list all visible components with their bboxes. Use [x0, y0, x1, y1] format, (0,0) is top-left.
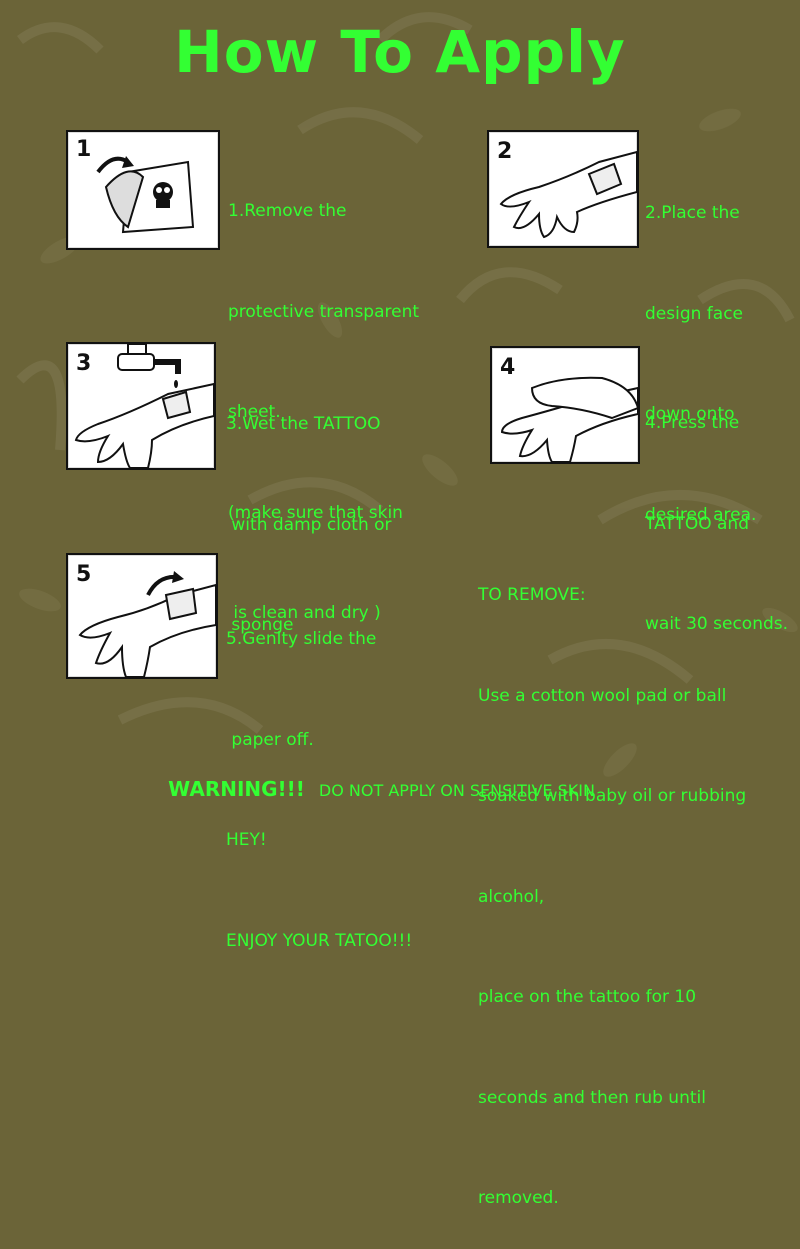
step-line: 1.Remove the — [228, 201, 347, 221]
step-line: 2.Place the — [645, 203, 740, 223]
background-leaf-pattern — [16, 12, 795, 734]
step-line: 4.Press the — [645, 413, 740, 433]
wet-tattoo-illustration: 3 — [74, 344, 214, 468]
step-number: 5 — [76, 562, 91, 587]
page-title: How To Apply — [174, 18, 626, 86]
step-line: HEY! — [226, 830, 267, 850]
step-line: ENJOY YOUR TATOO!!! — [226, 930, 413, 951]
step-number: 3 — [76, 351, 91, 376]
warning-banner: WARNING!!! DO NOT APPLY ON SENSITIVE SKIN — [158, 758, 595, 801]
removal-heading: TO REMOVE: — [478, 585, 586, 605]
place-design-illustration: 2 — [497, 139, 637, 239]
step-5-panel: 5 — [66, 553, 218, 679]
step-1-text: 1.Remove the protective transparent shee… — [228, 128, 419, 664]
warning-label: WARNING!!! — [168, 777, 305, 801]
step-line: sheet. — [228, 402, 281, 422]
step-4-panel: 4 — [490, 346, 640, 464]
step-2-panel: 2 — [487, 130, 639, 248]
removal-instructions: TO REMOVE: Use a cotton wool pad or ball… — [478, 512, 746, 1249]
step-3-text: 3.Wet the TATTOO with damp cloth or spon… — [226, 341, 392, 676]
step-line: TATTOO and — [645, 513, 749, 534]
step-number: 4 — [500, 355, 515, 380]
step-4-text: 4.Press the TATTOO and wait 30 seconds. — [645, 340, 788, 675]
step-line: down onto — [645, 404, 735, 424]
step-number: 1 — [76, 137, 91, 162]
warning-text: DO NOT APPLY ON SENSITIVE SKIN — [318, 781, 595, 800]
step-3-panel: 3 — [66, 342, 216, 470]
removal-line: seconds and then rub until — [478, 1087, 706, 1108]
step-1-panel: 1 — [66, 130, 220, 250]
press-tattoo-illustration: 4 — [500, 355, 638, 462]
step-line: is clean and dry ) — [228, 603, 381, 623]
step-line: 5.Genlty slide the — [226, 629, 377, 649]
removal-line: Use a cotton wool pad or ball — [478, 685, 727, 706]
removal-line: removed. — [478, 1188, 559, 1208]
removal-line: alcohol, — [478, 886, 545, 907]
step-line: 3.Wet the TATTOO — [226, 414, 381, 434]
step-line: sponge — [226, 615, 294, 635]
step-line: protective transparent — [228, 301, 420, 322]
step-line: desired area. — [645, 504, 757, 525]
step-line: with damp cloth or — [226, 514, 392, 535]
removal-line: place on the tattoo for 10 — [478, 987, 697, 1007]
peel-sheet-illustration: 1 — [76, 137, 195, 234]
step-line: wait 30 seconds. — [645, 614, 789, 634]
step-line: design face — [645, 303, 744, 324]
step-line: (make sure that skin — [228, 502, 403, 523]
step-2-text: 2.Place the design face down onto desire… — [645, 130, 756, 566]
step-line: paper off. — [226, 729, 314, 750]
step-number: 2 — [497, 139, 512, 164]
slide-paper-illustration: 5 — [76, 562, 216, 677]
